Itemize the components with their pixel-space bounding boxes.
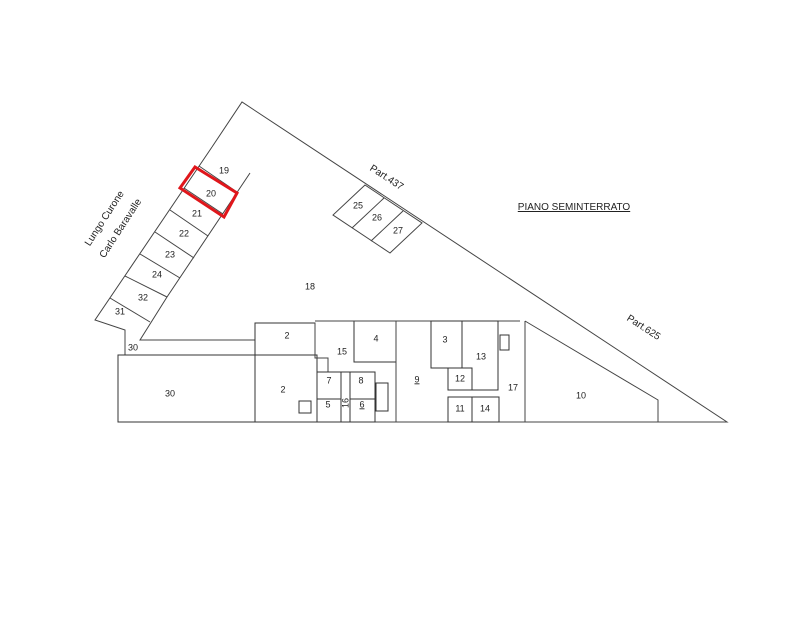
unit-8: 8 bbox=[358, 375, 363, 385]
unit-32: 32 bbox=[138, 292, 148, 302]
unit-19: 19 bbox=[219, 165, 229, 175]
unit-20[interactable]: 20 bbox=[206, 188, 216, 198]
unit-4: 4 bbox=[373, 333, 378, 343]
parking-25-27 bbox=[332, 184, 423, 254]
unit-2-lower: 2 bbox=[280, 384, 285, 394]
parcel-625-label: Part.625 bbox=[625, 313, 663, 343]
unit-12: 12 bbox=[455, 373, 465, 383]
unit-30-strip: 30 bbox=[128, 342, 138, 352]
unit-18: 18 bbox=[305, 281, 315, 291]
unit-21: 21 bbox=[192, 208, 202, 218]
unit-5: 5 bbox=[325, 399, 330, 409]
stairs-icon bbox=[499, 334, 510, 351]
unit-26: 26 bbox=[372, 212, 382, 222]
unit-7: 7 bbox=[326, 375, 331, 385]
unit-30: 30 bbox=[165, 388, 175, 398]
unit-6: 6 bbox=[359, 399, 364, 409]
unit-3: 3 bbox=[442, 334, 447, 344]
unit-13: 13 bbox=[476, 351, 486, 361]
unit-22: 22 bbox=[179, 228, 189, 238]
unit-23: 23 bbox=[165, 249, 175, 259]
unit-9: 9 bbox=[414, 374, 419, 384]
unit-10: 10 bbox=[576, 390, 586, 400]
unit-24: 24 bbox=[152, 269, 162, 279]
unit-16: 16 bbox=[340, 398, 350, 408]
unit-2-upper: 2 bbox=[284, 330, 289, 340]
stairs-icon bbox=[375, 382, 389, 412]
unit-15: 15 bbox=[337, 346, 347, 356]
floor-title: PIANO SEMINTERRATO bbox=[518, 202, 631, 213]
unit-17: 17 bbox=[508, 382, 518, 392]
unit-25: 25 bbox=[353, 200, 363, 210]
unit-labels: 19 20 21 22 23 24 32 31 30 30 18 25 26 2… bbox=[115, 165, 586, 413]
unit-11: 11 bbox=[455, 403, 464, 413]
unit-27: 27 bbox=[393, 225, 403, 235]
unit-31: 31 bbox=[115, 306, 125, 316]
highlighted-unit-20[interactable] bbox=[177, 164, 239, 220]
stairs-spiral-icon bbox=[298, 400, 312, 414]
parking-strip bbox=[109, 165, 238, 323]
unit-14: 14 bbox=[480, 403, 490, 413]
building bbox=[117, 320, 659, 423]
